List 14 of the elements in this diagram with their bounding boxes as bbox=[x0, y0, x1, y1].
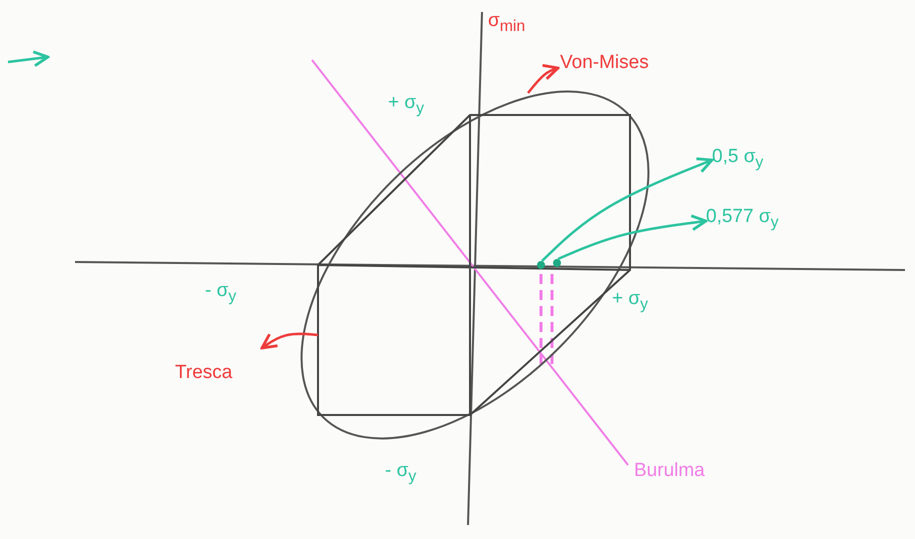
leader-line bbox=[527, 64, 560, 94]
axis-label: σ$_{min}$ bbox=[488, 10, 526, 36]
value-label: - σ$_{y}$ bbox=[385, 460, 416, 486]
curve-label: Tresca bbox=[175, 362, 257, 388]
leader-line bbox=[558, 214, 708, 260]
curve-label: Von-Mises bbox=[560, 52, 710, 80]
value-label: - σ$_{y}$ bbox=[205, 280, 236, 306]
curve-label: 0,577 σ$_{y}$ bbox=[706, 206, 824, 236]
curve-label: 0,5 σ$_{y}$ bbox=[712, 146, 812, 176]
leader-line bbox=[541, 157, 714, 262]
leader-line bbox=[260, 332, 318, 350]
value-label: + σ$_{y}$ bbox=[612, 288, 648, 314]
value-label: + σ$_{y}$ bbox=[388, 92, 424, 118]
shear-label: Burulma bbox=[634, 460, 705, 482]
